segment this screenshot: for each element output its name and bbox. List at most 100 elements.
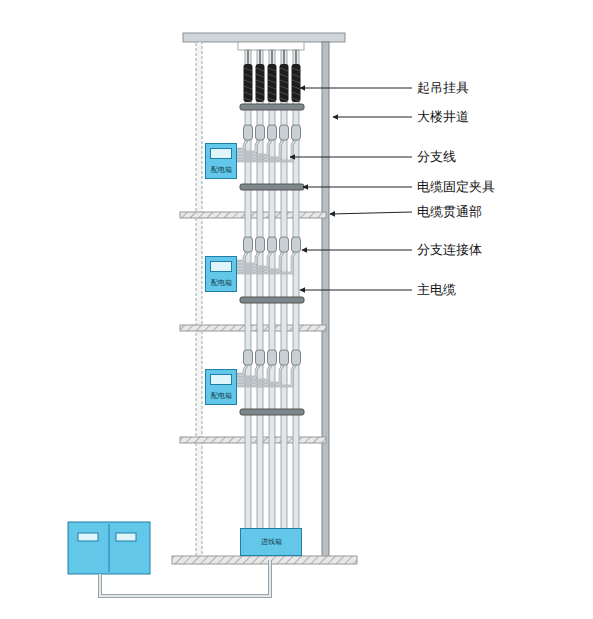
cabinet-meter [116, 533, 136, 541]
grip-weave [256, 86, 264, 89]
branch-wire [237, 139, 296, 161]
hoisting-grip [244, 64, 253, 102]
branch-wire [237, 364, 296, 386]
callout-label: 大楼井道 [416, 109, 470, 125]
grip-weave [280, 74, 288, 77]
floor-slab [180, 437, 326, 443]
branch-wire [237, 251, 248, 261]
grip-weave [268, 68, 276, 71]
leader-line [300, 88, 412, 89]
hoisting-grip [292, 64, 301, 102]
cable-clamp [240, 297, 304, 303]
branch-wire [237, 364, 284, 383]
branch-joint [256, 237, 265, 252]
branch-joint [244, 350, 253, 365]
branch-wire-core [237, 251, 284, 270]
floor-slab [180, 325, 326, 331]
branch-joint [256, 125, 265, 140]
branch-wire [237, 251, 284, 270]
main-cable [269, 50, 275, 530]
hoisting-grip [280, 64, 289, 102]
hanger-hook [283, 50, 285, 64]
branch-wire-core [237, 364, 248, 374]
grip-weave [244, 92, 252, 95]
main-cable [245, 50, 251, 530]
branch-joint [292, 350, 301, 365]
main-cable [257, 50, 263, 530]
grip-weave [256, 92, 264, 95]
cable-clamp [240, 184, 304, 190]
leader-line [300, 290, 412, 291]
grip-weave [280, 80, 288, 83]
grip-weave [280, 68, 288, 71]
grip-weave [292, 92, 300, 95]
grip-weave [268, 98, 276, 101]
grip-weave [268, 92, 276, 95]
top-beam [183, 33, 345, 42]
branch-joint [280, 237, 289, 252]
grip-weave [244, 74, 252, 77]
grip-weave [256, 74, 264, 77]
branch-wire [237, 364, 272, 380]
shaft-wall-right [322, 42, 329, 558]
callout-label: 分支连接体 [416, 242, 483, 258]
box-window [210, 148, 232, 159]
grip-weave [244, 68, 252, 71]
grip-weave [268, 86, 276, 89]
box-label: 进线箱 [261, 539, 282, 546]
branch-wire-core [237, 139, 296, 161]
grip-weave [244, 80, 252, 83]
leader-line [302, 250, 412, 251]
feeder-cable-highlight [100, 560, 270, 596]
branch-wire [237, 251, 272, 267]
leader-line [303, 187, 412, 188]
leader-line [290, 157, 412, 158]
hoisting-grip [268, 64, 277, 102]
branch-wire-core [237, 251, 260, 264]
branch-wire [237, 251, 260, 264]
branch-joint [292, 125, 301, 140]
grip-weave [280, 92, 288, 95]
leader-line [333, 117, 412, 118]
box-window [210, 261, 232, 272]
distribution-cabinet [68, 522, 150, 574]
shaft-wall-left [196, 42, 202, 558]
box-label: 配电箱 [211, 167, 232, 174]
branch-joint [280, 350, 289, 365]
branch-wire [237, 139, 248, 149]
grip-weave [256, 80, 264, 83]
cabinet-door-seam [109, 524, 110, 572]
branch-wire [237, 364, 248, 374]
box-label: 配电箱 [211, 393, 232, 400]
incoming-box: 进线箱 [240, 528, 302, 556]
grip-weave [292, 80, 300, 83]
feeder-cable [100, 560, 270, 596]
grip-weave [256, 98, 264, 101]
hanger-hook [259, 50, 261, 64]
cabinet-meter [78, 533, 98, 541]
branch-wire-core [237, 251, 296, 273]
grip-weave [292, 68, 300, 71]
callout-label: 起吊挂具 [416, 80, 470, 96]
branch-joint [268, 237, 277, 252]
grip-weave [244, 86, 252, 89]
branch-joint [244, 125, 253, 140]
distribution-box: 配电箱 [205, 256, 237, 292]
main-cable [281, 50, 287, 530]
box-window [210, 374, 232, 385]
floor-slab [180, 212, 326, 218]
callout-label: 电缆固定夹具 [416, 179, 496, 195]
cable-clamp [240, 104, 304, 110]
callout-label: 主电缆 [416, 282, 457, 298]
hoisting-grip [256, 64, 265, 102]
grip-weave [292, 86, 300, 89]
callout-label: 分支线 [416, 149, 457, 165]
branch-wire-core [237, 139, 272, 155]
cable-clamp [240, 409, 304, 415]
grip-weave [292, 74, 300, 77]
grip-weave [244, 98, 252, 101]
main-cable [293, 50, 299, 530]
branch-joint [280, 125, 289, 140]
branch-wire-core [237, 251, 272, 267]
